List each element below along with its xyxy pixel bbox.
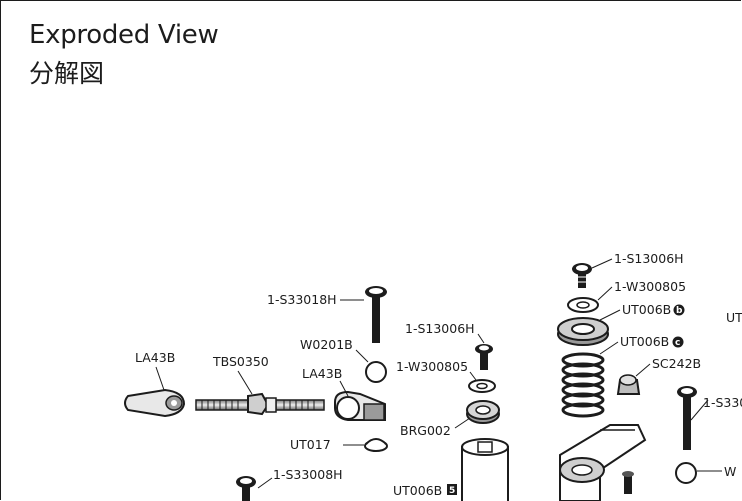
label-p9: 1-W300805 bbox=[396, 359, 468, 374]
label-p18: UT bbox=[726, 310, 742, 325]
label-p3: UT006B bbox=[622, 302, 671, 317]
nut-sc242b bbox=[616, 374, 641, 395]
leader-p15 bbox=[257, 477, 273, 489]
part-ut017 bbox=[364, 438, 388, 452]
badge-p16 bbox=[447, 484, 457, 495]
leader-p7 bbox=[477, 333, 485, 344]
turnbuckle-tbs0350 bbox=[195, 392, 325, 416]
title-english: Exproded View bbox=[29, 20, 219, 50]
badge-p3 bbox=[673, 304, 685, 316]
label-p8: W0201B bbox=[300, 337, 353, 352]
label-p1: 1-S13006H bbox=[614, 251, 684, 266]
label-p2: 1-W300805 bbox=[614, 279, 686, 294]
label-p15: 1-S33008H bbox=[273, 467, 343, 482]
bearing-brg002 bbox=[466, 400, 500, 424]
label-p5: SC242B bbox=[652, 356, 701, 371]
leader-p5 bbox=[635, 363, 651, 377]
leader-p9 bbox=[469, 371, 477, 381]
leader-p10 bbox=[155, 366, 165, 391]
label-p10: LA43B bbox=[135, 350, 175, 365]
title-japanese: 分解図 bbox=[29, 59, 105, 88]
spring-ut006b-c bbox=[561, 352, 605, 418]
label-p14: UT017 bbox=[290, 437, 331, 452]
label-p4: UT006B bbox=[620, 334, 669, 349]
screw-1-s330-right bbox=[677, 386, 697, 450]
label-p7: 1-S13006H bbox=[405, 321, 475, 336]
leader-p4 bbox=[599, 341, 619, 355]
badge-text-p16: 5 bbox=[449, 486, 455, 496]
label-p11: TBS0350 bbox=[212, 354, 269, 369]
rod-end-la43b-left bbox=[124, 388, 186, 418]
label-p19: W bbox=[724, 464, 736, 479]
post-cylinder bbox=[461, 438, 509, 501]
label-p12: LA43B bbox=[302, 366, 342, 381]
leader-p1 bbox=[591, 258, 613, 269]
label-p13: BRG002 bbox=[400, 423, 451, 438]
leader-p12 bbox=[339, 380, 349, 397]
label-p16: UT006B bbox=[393, 483, 442, 498]
leader-p17 bbox=[690, 399, 709, 421]
label-p6: 1-S33018H bbox=[267, 292, 337, 307]
screw-1-s13006h-mid bbox=[475, 344, 493, 370]
servo-saver-arm bbox=[559, 424, 647, 501]
washer-1-w300805-mid bbox=[468, 379, 496, 393]
screw-1-s33018h bbox=[365, 286, 387, 343]
ball-w0201b bbox=[365, 361, 387, 383]
leader-p11 bbox=[237, 370, 253, 395]
leader-p2 bbox=[597, 286, 613, 301]
collar-ut006b-b bbox=[557, 317, 609, 346]
screw-1-s33008h bbox=[236, 476, 256, 501]
screw-1-s13006h-top bbox=[572, 263, 592, 288]
ball-w-right bbox=[675, 462, 697, 484]
rod-end-la43b-right bbox=[334, 390, 386, 421]
badge-text-p3: b bbox=[676, 306, 683, 316]
badge-text-p4: c bbox=[675, 338, 680, 348]
leader-p13 bbox=[454, 417, 471, 429]
badge-p4 bbox=[672, 336, 684, 348]
label-p17: 1-S330 bbox=[703, 395, 742, 410]
washer-1-w300805-top bbox=[567, 297, 599, 313]
leader-p3 bbox=[599, 309, 621, 321]
leader-p8 bbox=[355, 349, 369, 363]
